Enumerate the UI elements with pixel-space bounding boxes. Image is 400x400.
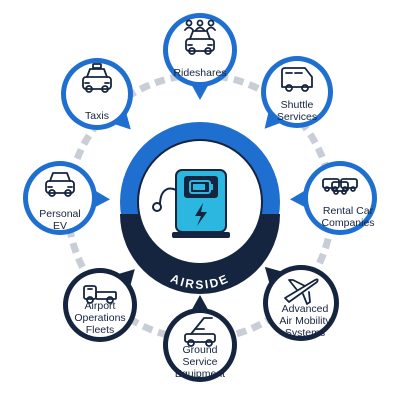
rideshare-car-icon: [184, 19, 216, 55]
node-face: [168, 313, 232, 377]
node-face: [28, 166, 92, 230]
node-shuttle: [261, 56, 333, 129]
node-taxis: [61, 58, 133, 130]
center-hub: LANDSIDE AIRSIDE: [120, 104, 280, 294]
taxi-icon: [82, 63, 112, 93]
node-face: [308, 166, 372, 230]
shuttle-van-icon: [281, 67, 313, 92]
airside-label: AIRSIDE: [168, 271, 231, 292]
ground-equipment-icon: [184, 317, 216, 347]
node-personal_ev: [23, 161, 110, 235]
node-face: [66, 63, 128, 125]
node-aam: [263, 265, 339, 341]
node-rental: [290, 161, 377, 235]
node-fleets: [63, 268, 137, 342]
ev-charging-station-icon: [152, 169, 230, 238]
node-rideshares: [163, 13, 237, 100]
rental-cars-icon: [322, 178, 358, 195]
node-label-rideshares: Rideshares: [173, 67, 227, 79]
node-face: [268, 270, 334, 336]
personal-car-icon: [45, 172, 75, 197]
airplane-icon: [284, 278, 319, 305]
node-face: [168, 18, 232, 82]
tow-truck-icon: [83, 285, 117, 304]
node-label-taxis: Taxis: [85, 110, 109, 122]
node-gse: [163, 295, 237, 382]
